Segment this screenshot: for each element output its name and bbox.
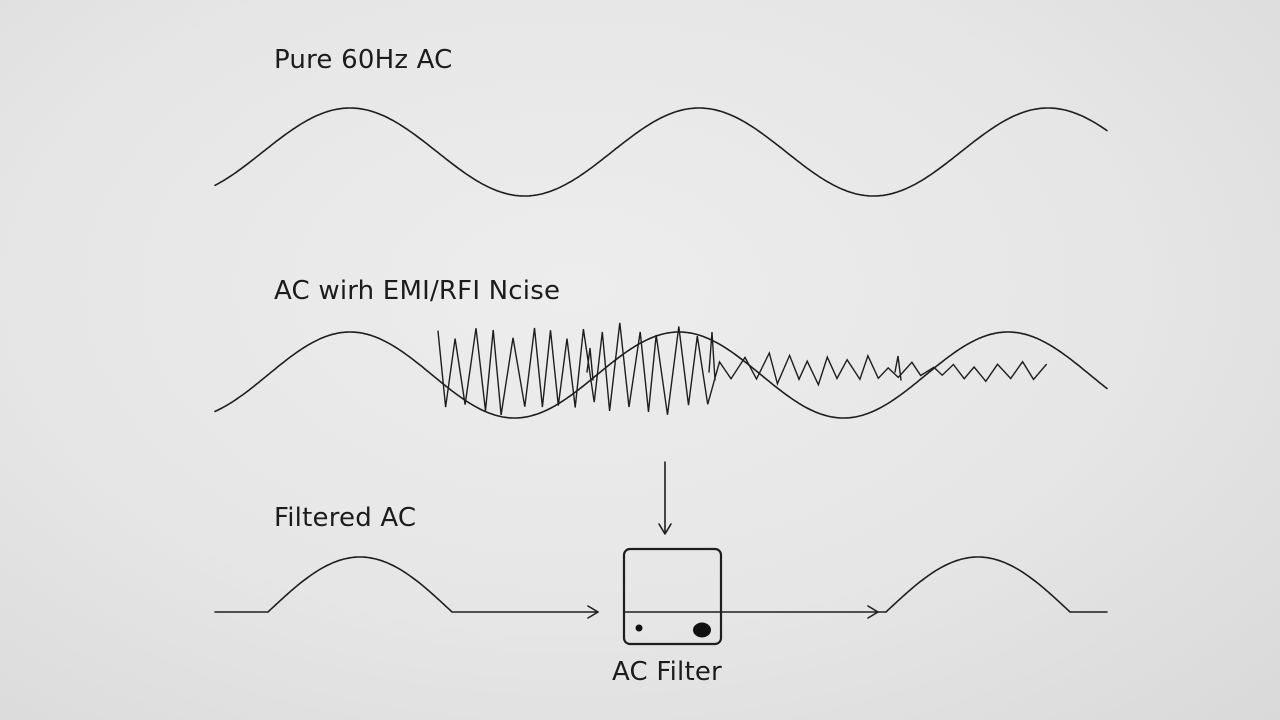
pure-ac-label: Pure 60Hz AC	[274, 45, 453, 75]
arrow-right-icon	[867, 605, 879, 619]
terminal-small-icon	[635, 624, 643, 632]
ac-filter-box	[622, 547, 723, 646]
noisy-ac-base-wave	[214, 331, 1108, 419]
terminal-large-icon	[693, 622, 711, 638]
emi-rfi-noise	[437, 322, 1047, 416]
arrow-right-icon	[587, 605, 599, 619]
down-arrow-icon	[658, 461, 672, 535]
pure-ac-sine-wave	[214, 107, 1108, 197]
filtered-ac-wave	[214, 556, 1108, 613]
noisy-ac-label: AC wirh EMI/RFI Ncise	[274, 276, 561, 306]
ac-filter-label: AC Filter	[612, 657, 722, 687]
filtered-ac-label: Filtered AC	[274, 503, 417, 533]
